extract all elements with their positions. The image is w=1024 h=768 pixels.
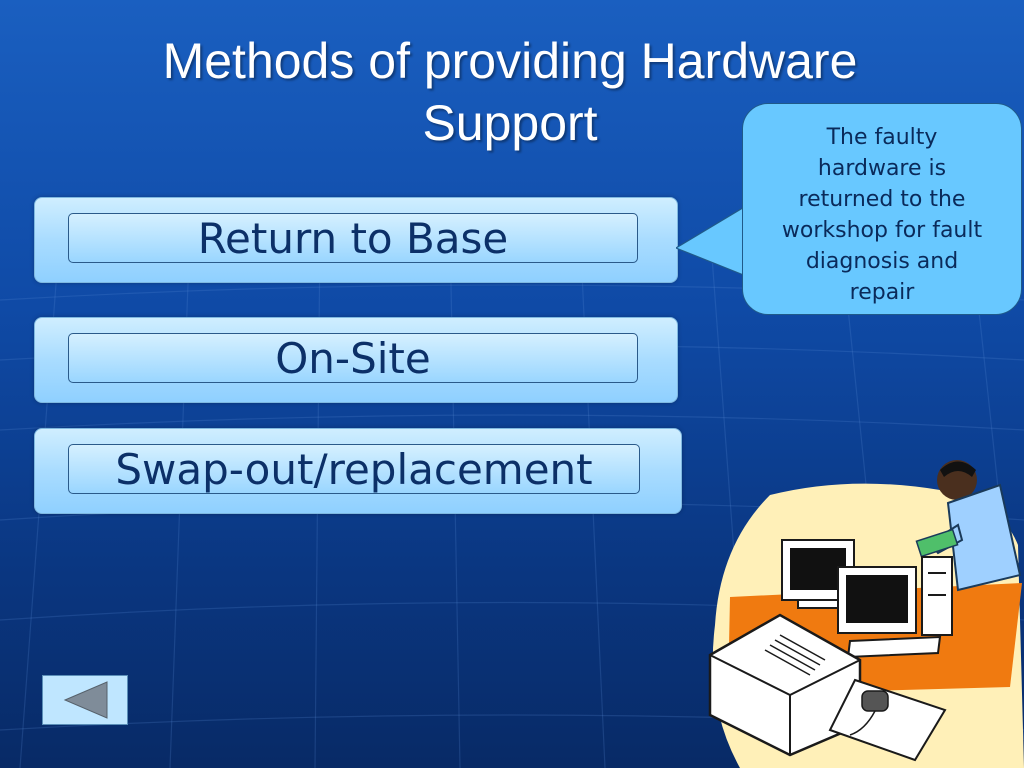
slide-title: Methods of providing Hardware Support <box>60 30 960 154</box>
return-to-base-button[interactable]: Return to Base <box>68 213 638 263</box>
circuit-board-icon <box>915 528 959 558</box>
description-callout: The faulty hardware is returned to the w… <box>742 103 1022 315</box>
back-button[interactable] <box>42 675 128 725</box>
technician-workshop-illustration <box>708 460 1024 768</box>
callout-line: returned to the <box>798 187 966 212</box>
triangle-left-icon <box>63 681 108 719</box>
callout-line: workshop for fault <box>781 218 983 243</box>
callout-line: diagnosis and <box>805 249 959 274</box>
on-site-button[interactable]: On-Site <box>68 333 638 383</box>
slide-title-line-1: Methods of providing Hardware <box>162 33 858 89</box>
callout-pointer <box>676 200 756 281</box>
method-panel-on-site: On-Site <box>34 317 678 403</box>
swap-out-replacement-button[interactable]: Swap-out/replacement <box>68 444 640 494</box>
callout-line: The faulty <box>826 125 938 150</box>
method-panel-swap-out: Swap-out/replacement <box>34 428 682 514</box>
callout-line: repair <box>849 280 915 305</box>
mouse-icon <box>861 690 889 712</box>
method-panel-return-to-base: Return to Base <box>34 197 678 283</box>
callout-line: hardware is <box>817 156 947 181</box>
slide-title-line-2: Support <box>422 95 598 151</box>
